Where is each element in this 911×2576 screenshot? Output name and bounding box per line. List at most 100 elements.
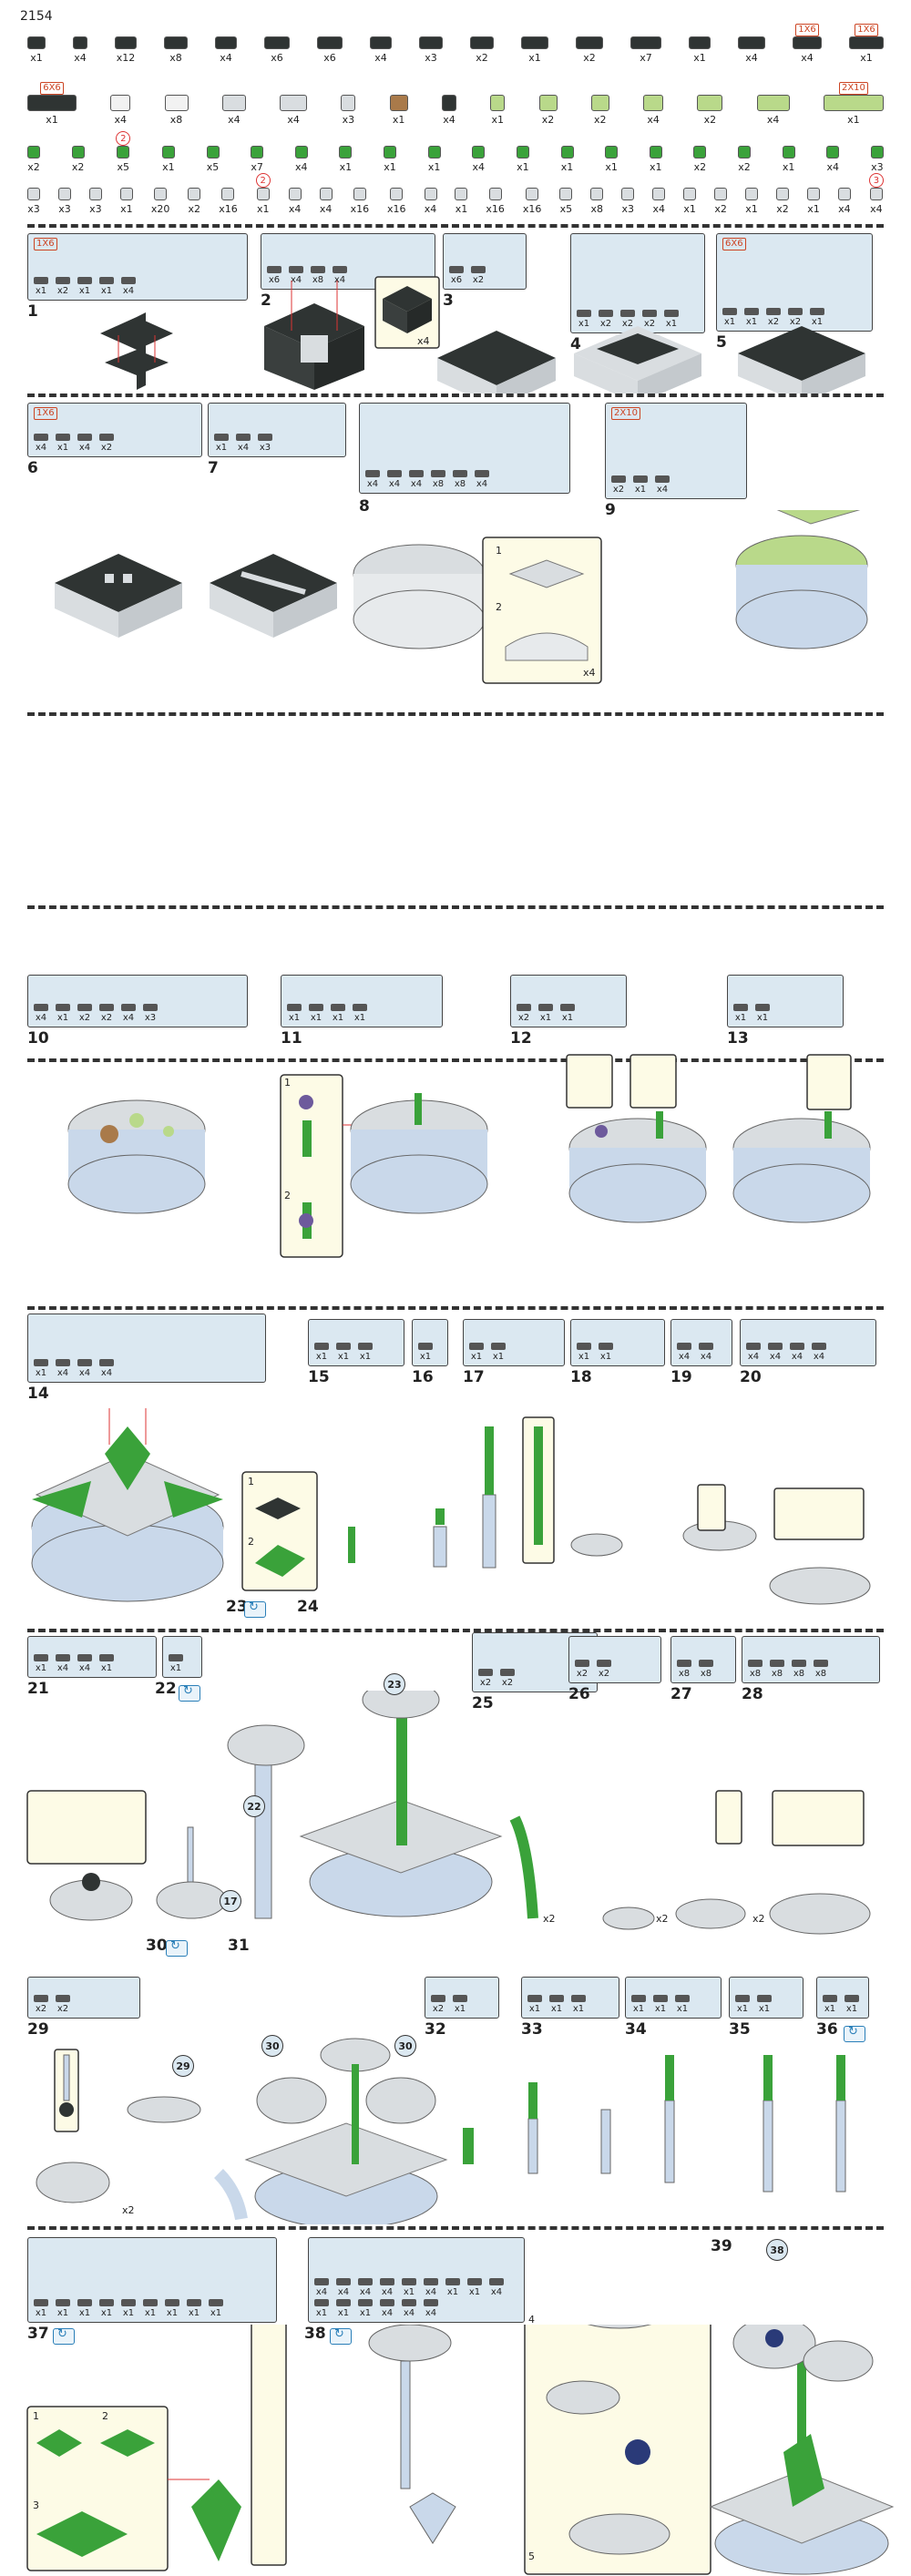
part-swatch [745,188,759,200]
part-quantity: x1 [215,443,228,453]
step-part: x1 [653,1995,668,2014]
part-swatch [88,188,102,200]
part-swatch [187,2299,201,2306]
step-number: 26 [568,1685,590,1703]
step-part: x2 [56,277,70,296]
callout-box [251,2325,287,2566]
part-swatch [402,2278,416,2285]
steps-29-36-assembly [36,2038,846,2224]
step-part: x4 [489,2278,504,2297]
part-swatch [119,188,133,200]
part-quantity: x2 [599,319,612,329]
step-part: x1 [735,1995,750,2014]
part-quantity: x1 [30,52,43,64]
inventory-part: x4 [319,188,333,215]
part-quantity: x2 [27,161,40,173]
part-quantity: x4 [237,443,250,453]
part-quantity: x4 [100,1368,113,1378]
part-swatch [649,146,662,158]
part-swatch [475,470,489,477]
part-quantity: x1 [100,1663,113,1673]
part-quantity: x1 [353,1013,366,1023]
part-swatch [571,1995,586,2002]
step-part: x1 [56,2299,70,2318]
inventory-part: x3 [341,95,356,126]
inventory-part: x4 [294,146,308,173]
part-swatch [782,146,795,158]
part-size-tag: 6X6 [40,82,64,95]
part-swatch [77,277,92,284]
step-part: x1 [571,1995,586,2014]
part-swatch [236,434,251,441]
inventory-part: x2 [538,95,558,126]
section-divider [27,394,884,397]
step-part: x8 [677,1660,691,1679]
step-number: 39 [711,2237,732,2255]
inventory-part: x3 [27,188,40,215]
step-part: x1 [445,2278,460,2297]
inventory-part: x4 [215,36,237,64]
part-swatch [317,36,343,49]
step-number: 28 [742,1685,763,1703]
part-quantity: x4 [78,1663,91,1673]
step-part: x4 [768,1343,783,1362]
part-swatch [490,95,506,111]
part-swatch [77,1004,92,1011]
inventory-part: x2 [188,188,201,215]
part-quantity: x1 [578,319,590,329]
callout-substep: 2 [284,1190,291,1201]
step-number: 19 [670,1368,692,1386]
step-part: x6 [267,266,281,285]
inventory-part: x1 [27,36,46,64]
part-quantity: x8 [700,1669,712,1679]
part-swatch [336,1343,351,1350]
step-number: 14 [27,1385,49,1403]
callout-quantity: x2 [122,2204,135,2216]
inventory-part: x2 [693,146,707,173]
part-swatch [455,188,468,200]
part-quantity: x2 [643,319,656,329]
part-quantity: x3 [27,203,40,215]
part-swatch [491,1343,506,1350]
part-quantity: x1 [634,485,647,495]
step-27-parts: x8 x8 [670,1636,736,1683]
step-part: x4 [333,266,347,285]
part-quantity: x1 [578,1352,590,1362]
inventory-part: x16 [486,188,505,215]
part-quantity: x1 [315,1352,328,1362]
step-number: 13 [727,1029,749,1048]
part-swatch [34,1004,48,1011]
step-part: x2 [34,1995,48,2014]
step-number: 32 [425,2020,446,2039]
part-quantity: x2 [576,1669,589,1679]
section-divider [27,1058,884,1062]
part-quantity: x4 [337,2287,350,2297]
part-quantity: x1 [811,317,824,327]
part-swatch [99,2299,114,2306]
part-quantity: x2 [35,2004,47,2014]
step-part: x4 [34,1004,48,1023]
part-swatch [470,36,494,49]
part-swatch [621,188,635,200]
part-swatch [449,266,464,273]
step-number: 23 [226,1598,248,1616]
section-divider [27,2226,884,2230]
step-part: x1 [34,2299,48,2318]
step-part: x1 [744,308,759,327]
step-part: x2 [99,434,114,453]
part-swatch [110,95,131,111]
inventory-part: x3 [621,188,635,215]
step-part: x4 [121,1004,136,1023]
part-quantity: x1 [693,52,706,64]
step-part: x4 [402,2299,416,2318]
part-quantity: x1 [337,2308,350,2318]
part-swatch [419,36,443,49]
part-swatch [206,146,220,158]
step-number: 8 [359,497,370,516]
part-quantity: x8 [793,1669,805,1679]
